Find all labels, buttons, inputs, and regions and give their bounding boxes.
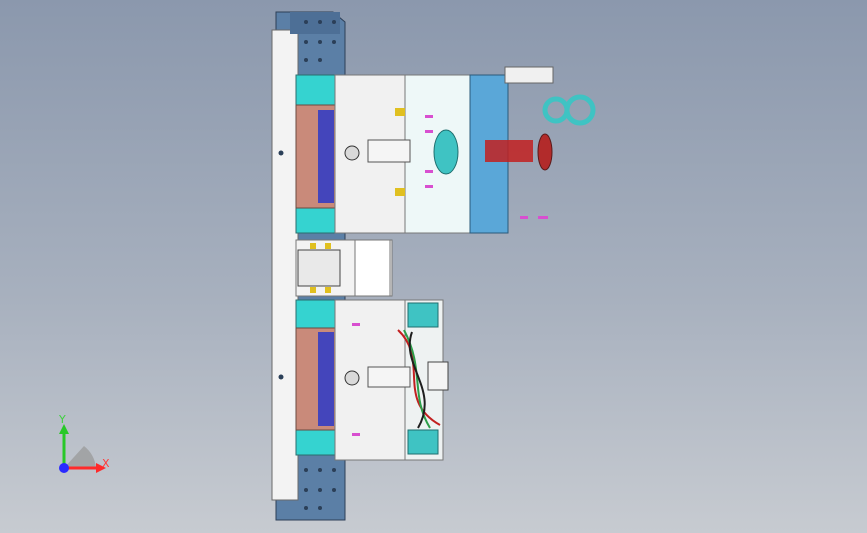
x-axis-label: X bbox=[102, 457, 110, 470]
triad-graphic bbox=[59, 424, 106, 473]
upper-module bbox=[295, 66, 596, 234]
lower-module bbox=[295, 299, 449, 461]
middle-guide-block bbox=[295, 239, 393, 297]
z-axis-icon bbox=[59, 463, 69, 473]
y-axis-label: Y bbox=[59, 413, 66, 426]
axis-triad: X Y bbox=[40, 410, 120, 480]
triad-plane-icon bbox=[64, 446, 96, 468]
